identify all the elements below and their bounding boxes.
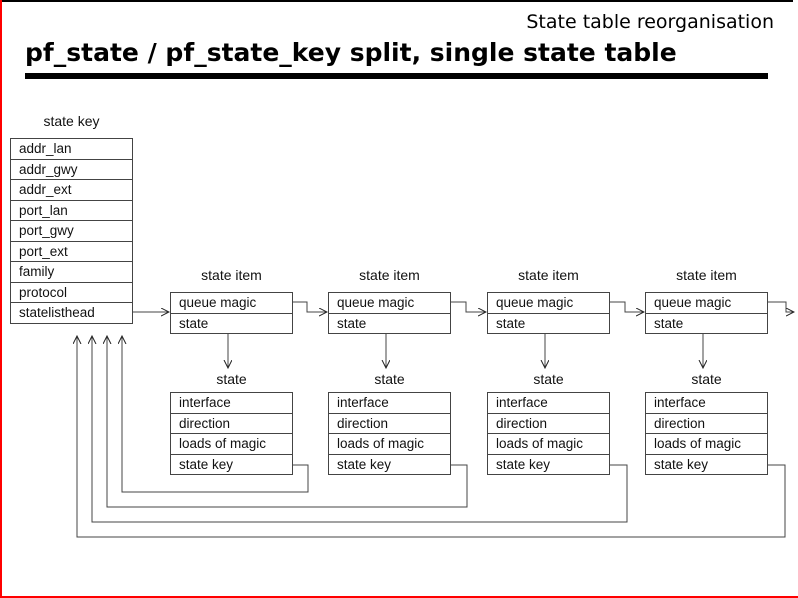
state-label-4: state xyxy=(691,371,722,387)
arrow-state4-to-statekey xyxy=(77,336,786,538)
table-row: queue magic xyxy=(646,293,767,314)
table-row: port_ext xyxy=(11,242,132,262)
state-label-1: state xyxy=(216,371,247,387)
state-label-2: state xyxy=(374,371,405,387)
state-key-table-label: state key xyxy=(43,113,100,129)
page-title: pf_state / pf_state_key split, single st… xyxy=(25,38,677,67)
table-row: addr_gwy xyxy=(11,160,132,180)
state-item-label-2: state item xyxy=(359,267,420,283)
state-item-box-4: queue magic state xyxy=(645,292,768,334)
table-row: statelisthead xyxy=(19,305,95,320)
table-row: state key xyxy=(496,456,551,472)
table-row: state xyxy=(496,315,526,331)
state-box-2: interface direction loads of magic state… xyxy=(328,392,451,475)
table-row: direction xyxy=(171,414,292,434)
table-row: loads of magic xyxy=(171,434,292,455)
table-row: state key xyxy=(337,456,392,472)
state-item-box-3: queue magic state xyxy=(487,292,610,334)
left-accent-border xyxy=(0,0,2,598)
table-row: queue magic xyxy=(329,293,450,314)
table-row: loads of magic xyxy=(646,434,767,455)
table-row: loads of magic xyxy=(488,434,609,455)
state-item-label-3: state item xyxy=(518,267,579,283)
table-row: port_gwy xyxy=(11,221,132,242)
table-row: interface xyxy=(488,393,609,414)
state-item-label-4: state item xyxy=(676,267,737,283)
state-key-table: addr_lan addr_gwy addr_ext port_lan port… xyxy=(10,138,133,324)
bottom-accent-border xyxy=(0,596,798,598)
table-row: direction xyxy=(329,414,450,434)
state-box-3: interface direction loads of magic state… xyxy=(487,392,610,475)
table-row: family xyxy=(11,262,132,283)
table-row: direction xyxy=(488,414,609,434)
state-item-label-1: state item xyxy=(201,267,262,283)
arrow-item1-to-item2 xyxy=(293,301,327,312)
table-row: queue magic xyxy=(488,293,609,314)
state-box-1: interface direction loads of magic state… xyxy=(170,392,293,475)
table-row: addr_lan xyxy=(11,139,132,160)
table-row: state key xyxy=(179,456,234,472)
arrow-item4-continuation xyxy=(768,301,794,312)
table-row: loads of magic xyxy=(329,434,450,455)
table-row: interface xyxy=(171,393,292,414)
table-row: state xyxy=(337,315,367,331)
table-row: port_lan xyxy=(11,201,132,221)
table-row: direction xyxy=(646,414,767,434)
table-row: interface xyxy=(329,393,450,414)
arrow-item2-to-item3 xyxy=(451,301,486,312)
arrow-state1-to-statekey xyxy=(122,336,309,493)
top-border-line xyxy=(0,0,793,2)
table-row: state xyxy=(654,315,684,331)
table-row: interface xyxy=(646,393,767,414)
slide-title: State table reorganisation xyxy=(526,11,774,33)
table-row: state key xyxy=(654,456,709,472)
state-item-box-1: queue magic state xyxy=(170,292,293,334)
state-item-box-2: queue magic state xyxy=(328,292,451,334)
table-row: queue magic xyxy=(171,293,292,314)
state-label-3: state xyxy=(533,371,564,387)
heading-underline xyxy=(25,73,768,79)
table-row: state xyxy=(179,315,209,331)
arrow-item3-to-item4 xyxy=(610,301,644,312)
arrow-state2-to-statekey xyxy=(107,336,468,508)
table-row: addr_ext xyxy=(11,180,132,201)
table-row: protocol xyxy=(11,283,132,303)
arrow-state3-to-statekey xyxy=(92,336,628,523)
state-box-4: interface direction loads of magic state… xyxy=(645,392,768,475)
